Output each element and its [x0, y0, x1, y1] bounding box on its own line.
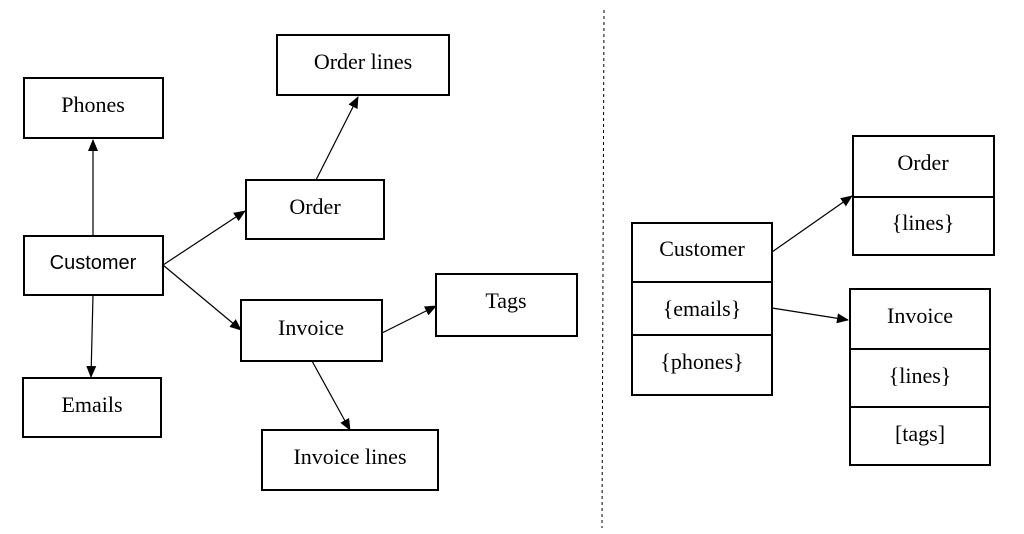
node-tags-label: Tags: [485, 288, 526, 313]
nested-invoice-tags: [tags]: [895, 421, 945, 446]
node-invoice-lines: Invoice lines: [261, 429, 439, 491]
edge-invoice-invoicelines: [311, 360, 351, 431]
nested-customer: Customer {emails} {phones}: [631, 222, 773, 396]
nested-invoice-lines: {lines}: [889, 363, 952, 388]
dashed-divider: [601, 9, 605, 529]
edge-customer-order: [162, 210, 246, 266]
node-order: Order: [245, 179, 385, 240]
nested-invoice-title: Invoice: [887, 303, 953, 328]
nested-customer-phones: {phones}: [660, 349, 743, 374]
edge-order-orderlines: [315, 96, 359, 181]
nested-order-title: Order: [897, 150, 949, 175]
nested-customer-title: Customer: [659, 236, 745, 261]
nested-order-lines: {lines}: [892, 210, 955, 235]
edge-invoice-tags: [381, 305, 437, 334]
edge-customer-emails: [86, 294, 97, 378]
node-tags: Tags: [435, 273, 578, 337]
node-phones: Phones: [23, 77, 164, 139]
nested-customer-emails: {emails}: [663, 296, 742, 321]
node-emails: Emails: [22, 377, 162, 438]
nested-invoice: Invoice {lines} [tags]: [849, 288, 991, 466]
node-order-lines-label: Order lines: [314, 49, 412, 74]
node-customer: Customer: [23, 235, 164, 296]
edge-emails-invoice-nested: [771, 307, 849, 324]
edge-customer-order-nested: [771, 195, 853, 253]
node-order-label: Order: [289, 194, 341, 219]
nested-order: Order {lines}: [852, 135, 995, 256]
node-customer-label: Customer: [50, 252, 137, 274]
node-invoice: Invoice: [240, 299, 383, 362]
node-order-lines: Order lines: [276, 34, 450, 96]
node-invoice-label: Invoice: [278, 315, 344, 340]
edge-customer-invoice: [162, 264, 242, 331]
node-emails-label: Emails: [61, 392, 122, 417]
node-invoice-lines-label: Invoice lines: [293, 444, 406, 469]
node-phones-label: Phones: [61, 92, 125, 117]
